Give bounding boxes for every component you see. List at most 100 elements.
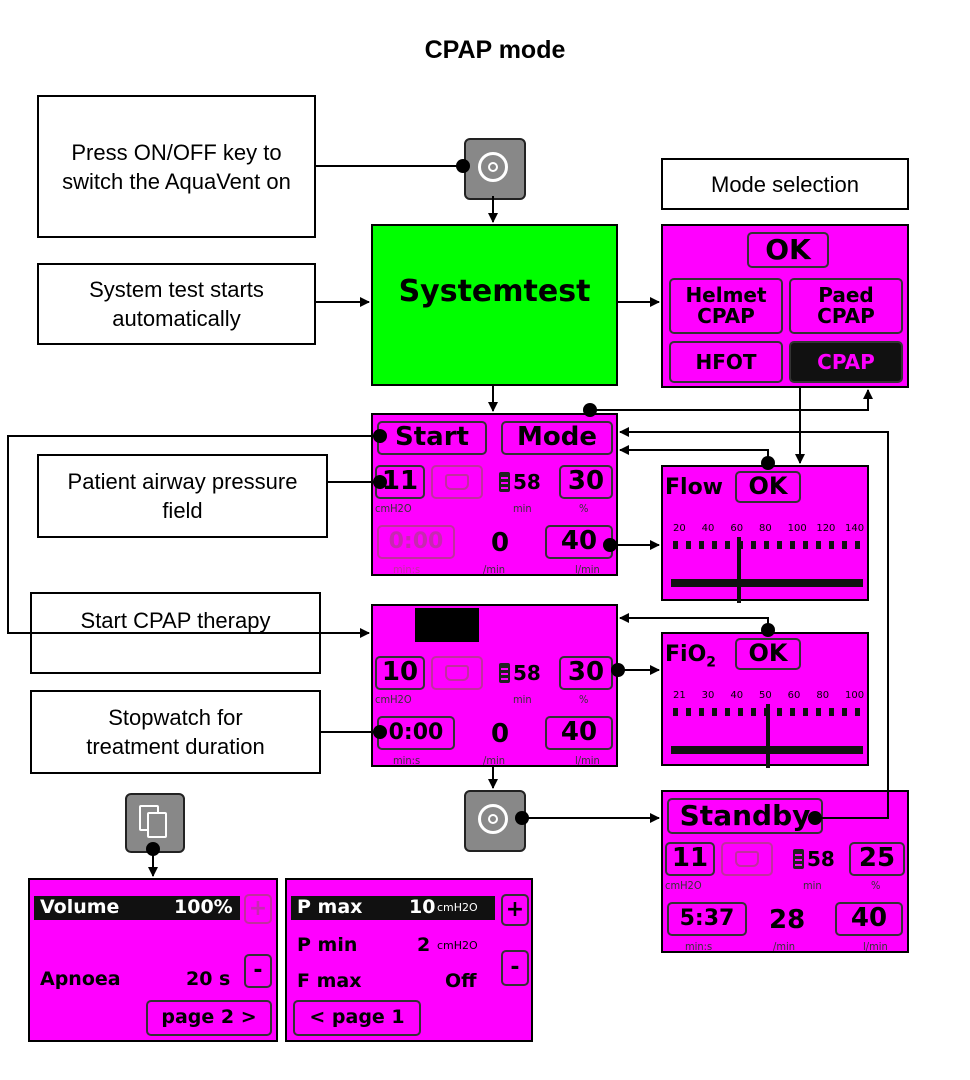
on-off-key-icon[interactable] [464, 138, 526, 200]
minus-button[interactable]: - [244, 954, 272, 988]
timer-field[interactable]: 0:00 [377, 525, 455, 559]
fio2-value[interactable]: 30 [559, 656, 613, 690]
running-screen: 10 cmH2O 58 min 30 % 0:00 min:s 0 /min 4… [371, 604, 618, 767]
scale-label: 21 [673, 690, 686, 701]
pmin-value: 2 [417, 934, 431, 956]
page-key-icon[interactable] [125, 793, 185, 853]
scale-label: 60 [787, 690, 801, 701]
pmax-label: P max [297, 896, 363, 918]
minus-button[interactable]: - [501, 950, 529, 986]
callout-stopwatch: Stopwatch for treatment duration [30, 690, 321, 774]
scale-label: 80 [759, 523, 772, 534]
page-1-button[interactable]: < page 1 [293, 1000, 421, 1036]
scale-label: 140 [845, 523, 865, 534]
scale-label: 30 [701, 690, 715, 701]
fio2-slider-marker[interactable] [766, 704, 770, 768]
scale-label: 40 [701, 523, 715, 534]
flow-slider-track[interactable] [671, 579, 863, 587]
battery-icon [793, 849, 804, 869]
systemtest-label: Systemtest [398, 274, 591, 309]
flow-unit: l/min [863, 940, 888, 953]
flow-scale: 20 40 60 80 100 120 140 [673, 523, 864, 537]
fio2-ok-button[interactable]: OK [735, 638, 801, 670]
battery-unit: min [803, 879, 822, 892]
systemtest-screen: Systemtest [371, 224, 618, 386]
running-indicator [415, 608, 479, 642]
scale-label: 60 [730, 523, 744, 534]
cpap-button[interactable]: CPAP [789, 341, 903, 383]
flow-unit: l/min [575, 563, 600, 576]
scale-label: 80 [816, 690, 830, 701]
page-2-button[interactable]: page 2 > [146, 1000, 272, 1036]
paed-cpap-button[interactable]: Paed CPAP [789, 278, 903, 334]
rate-value: 28 [769, 905, 806, 935]
battery-unit: min [513, 693, 532, 706]
scale-label: 120 [816, 523, 836, 534]
pmax-row[interactable]: P max 10 cmH2O [291, 896, 495, 920]
flow-ok-button[interactable]: OK [735, 471, 801, 503]
helmet-cpap-button[interactable]: Helmet CPAP [669, 278, 783, 334]
rate-unit: /min [483, 563, 505, 576]
plus-button[interactable]: + [501, 894, 529, 926]
flow-screen: Flow OK 20 40 60 80 100 120 140 [661, 465, 869, 603]
callout-airway-pressure: Patient airway pressure field [37, 454, 328, 538]
airway-pressure-field[interactable]: 10 [375, 656, 425, 690]
main-screen: Start Mode 11 cmH2O 58 min 30 % 0:00 min… [371, 413, 618, 576]
mode-selection-screen: OK Helmet CPAP Paed CPAP HFOT CPAP [661, 224, 909, 388]
timer-unit: min:s [393, 563, 421, 576]
settings-page-1: P max 10 cmH2O + P min 2 cmH2O - F max O… [285, 878, 533, 1042]
on-off-key-icon[interactable] [464, 790, 526, 852]
timer-field[interactable]: 0:00 [377, 716, 455, 750]
mode-button[interactable]: Mode [501, 421, 613, 455]
fmax-value: Off [445, 970, 477, 992]
callout-system-test: System test starts automatically [37, 263, 316, 345]
fio2-unit: % [579, 693, 589, 706]
pressure-unit: cmH2O [665, 879, 702, 892]
standby-screen: Standby 11 cmH2O 58 min 25 % 5:37 min:s … [661, 790, 909, 953]
airway-pressure-field[interactable]: 11 [665, 842, 715, 876]
standby-button[interactable]: Standby [667, 798, 823, 834]
fio2-value[interactable]: 25 [849, 842, 905, 876]
flow-label: Flow [665, 475, 724, 500]
flow-field[interactable]: 40 [835, 902, 903, 936]
battery-value: 58 [513, 661, 541, 685]
airway-pressure-field[interactable]: 11 [375, 465, 425, 499]
flow-unit: l/min [575, 754, 600, 767]
timer-unit: min:s [685, 940, 713, 953]
scale-label: 20 [673, 523, 686, 534]
page-title: CPAP mode [424, 36, 566, 64]
pmax-value: 10 [409, 896, 436, 918]
flow-slider-marker[interactable] [737, 537, 742, 603]
volume-label: Volume [40, 896, 120, 918]
fio2-value[interactable]: 30 [559, 465, 613, 499]
battery-icon [499, 663, 510, 683]
scale-label: 50 [759, 690, 772, 701]
rate-unit: /min [773, 940, 795, 953]
flow-field[interactable]: 40 [545, 525, 613, 559]
battery-value: 58 [807, 847, 835, 871]
battery-icon [499, 472, 510, 492]
humidifier-icon [721, 842, 773, 876]
fio2-unit: % [579, 502, 589, 515]
start-button[interactable]: Start [377, 421, 487, 455]
battery-value: 58 [513, 470, 541, 494]
scale-label: 40 [730, 690, 744, 701]
scale-label: 100 [787, 523, 807, 534]
mode-ok-button[interactable]: OK [747, 232, 829, 268]
battery-unit: min [513, 502, 532, 515]
fio2-label: FiO2 [665, 642, 717, 671]
timer-field[interactable]: 5:37 [667, 902, 747, 936]
plus-button[interactable]: + [244, 894, 272, 924]
volume-row[interactable]: Volume 100% [34, 896, 240, 920]
flow-field[interactable]: 40 [545, 716, 613, 750]
callout-on-off: Press ON/OFF key to switch the AquaVent … [37, 95, 316, 238]
pmax-unit: cmH2O [437, 901, 478, 914]
settings-page-2: Volume 100% + - Apnoea 20 s page 2 > [28, 878, 278, 1042]
rate-unit: /min [483, 754, 505, 767]
callout-mode-selection: Mode selection [661, 158, 909, 210]
fmax-label: F max [297, 970, 362, 992]
fio2-unit: % [871, 879, 881, 892]
rate-value: 0 [491, 528, 510, 558]
hfot-button[interactable]: HFOT [669, 341, 783, 383]
apnoea-label: Apnoea [40, 968, 121, 990]
